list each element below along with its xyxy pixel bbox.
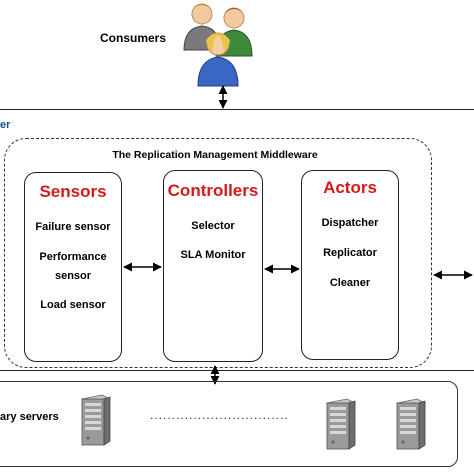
controller-item-sla-monitor: SLA Monitor	[180, 249, 246, 261]
server-icon	[395, 398, 427, 450]
controllers-box: Controllers Selector SLA Monitor	[163, 170, 263, 362]
layer-label: er	[0, 119, 11, 131]
servers-label: ary servers	[0, 411, 59, 423]
sensor-item-load: Load sensor	[40, 299, 106, 311]
server-icon	[80, 394, 112, 446]
controllers-title: Controllers	[167, 181, 259, 200]
sensors-title: Sensors	[39, 182, 107, 201]
actor-item-dispatcher: Dispatcher	[321, 217, 379, 229]
middleware-layer	[0, 109, 474, 371]
actors-box: Actors Dispatcher Replicator Cleaner	[301, 170, 399, 360]
sensors-box: Sensors Failure sensor Performance senso…	[24, 172, 122, 362]
actor-item-cleaner: Cleaner	[329, 277, 371, 289]
servers-container	[0, 381, 458, 467]
sensor-item-failure: Failure sensor	[35, 221, 111, 233]
consumers-label: Consumers	[100, 31, 167, 45]
consumers-people-icon	[183, 3, 253, 87]
server-icon	[325, 398, 357, 450]
servers-ellipsis: ................................	[150, 408, 289, 422]
actor-item-replicator: Replicator	[323, 247, 377, 259]
controller-item-selector: Selector	[191, 220, 235, 232]
actors-title: Actors	[323, 178, 377, 197]
middleware-title: The Replication Management Middleware	[112, 149, 318, 161]
sensor-item-performance: Performance sensor	[39, 251, 107, 282]
